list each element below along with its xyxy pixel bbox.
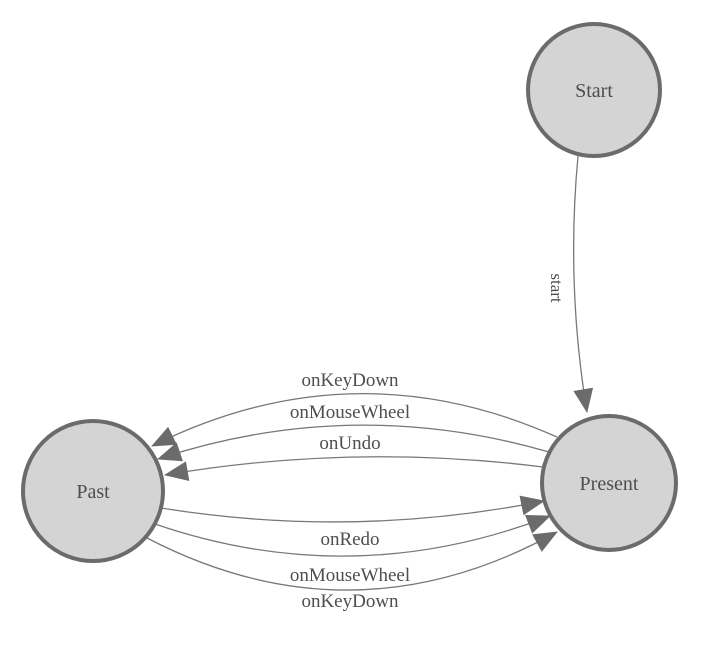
edge-label-onkeydown-bottom: onKeyDown [301,591,399,612]
state-node-start-label: Start [575,80,613,102]
edge-start-to-present [572,155,594,413]
edge-past-to-present-onkeydown [146,531,558,591]
edge-label-onmousewheel-top: onMouseWheel [290,402,410,423]
edge-present-to-past-onundo [164,456,544,482]
state-node-present [540,414,678,552]
state-node-past [21,419,165,563]
edge-label-onkeydown-top: onKeyDown [301,370,399,391]
edge-past-to-present-onmousewheel [154,514,551,557]
edge-label-onmousewheel-bottom: onMouseWheel [290,565,410,586]
edge-label-start: start [547,273,566,303]
state-node-present-label: Present [580,473,639,495]
edge-label-onundo: onUndo [319,433,380,454]
state-node-past-label: Past [76,481,110,503]
edge-label-onredo: onRedo [320,529,379,550]
edge-present-to-past-onkeydown [151,392,558,447]
edge-present-to-past-onmousewheel [157,424,550,462]
state-node-start [526,22,662,158]
edge-past-to-present-onredo [160,495,545,523]
